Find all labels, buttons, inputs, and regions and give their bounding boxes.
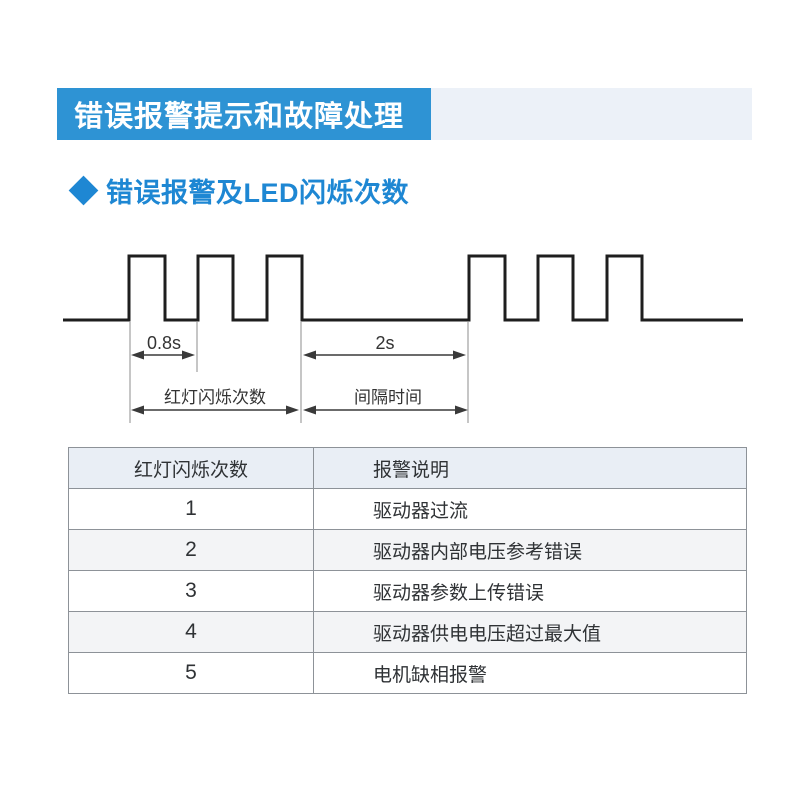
description-cell: 驱动器供电电压超过最大值: [313, 611, 747, 653]
waveform-trace: [63, 254, 743, 322]
table-row: 5 电机缺相报警: [68, 652, 747, 694]
description-cell: 驱动器内部电压参考错误: [313, 529, 747, 571]
interval-time-arrow: [303, 405, 468, 415]
blink-count-cell: 3: [68, 570, 314, 612]
pulse-period-label: 0.8s: [147, 333, 181, 353]
table-row: 4 驱动器供电电压超过最大值: [68, 611, 747, 653]
gap-duration-arrow: [303, 350, 466, 360]
header-strip-decoration: [431, 88, 752, 140]
section-title-row: 错误报警及LED闪烁次数: [68, 172, 409, 208]
description-cell: 驱动器参数上传错误: [313, 570, 747, 612]
description-cell: 驱动器过流: [313, 488, 747, 530]
blink-count-label: 红灯闪烁次数: [164, 388, 266, 407]
table-header-row: 红灯闪烁次数 报警说明: [68, 447, 747, 489]
column-header-blink-count: 红灯闪烁次数: [68, 447, 314, 489]
alarm-table: 红灯闪烁次数 报警说明 1 驱动器过流 2 驱动器内部电压参考错误 3 驱动器参…: [68, 447, 747, 694]
page-header-bar: 错误报警提示和故障处理: [57, 88, 431, 140]
page-header-title: 错误报警提示和故障处理: [74, 101, 405, 133]
column-header-description: 报警说明: [313, 447, 747, 489]
section-title: 错误报警及LED闪烁次数: [106, 177, 409, 208]
blink-count-cell: 4: [68, 611, 314, 653]
table-row: 1 驱动器过流: [68, 488, 747, 530]
blink-count-arrow: [131, 405, 299, 415]
table-row: 2 驱动器内部电压参考错误: [68, 529, 747, 571]
table-row: 3 驱动器参数上传错误: [68, 570, 747, 612]
interval-time-label: 间隔时间: [354, 388, 422, 407]
blink-count-cell: 2: [68, 529, 314, 571]
led-timing-diagram: 0.8s 2s 红灯闪烁次数 间隔时间: [63, 254, 743, 423]
description-cell: 电机缺相报警: [313, 652, 747, 694]
blink-count-cell: 1: [68, 488, 314, 530]
extension-lines: [129, 322, 469, 423]
gap-duration-label: 2s: [375, 333, 394, 353]
blink-count-cell: 5: [68, 652, 314, 694]
pulse-period-arrow: [131, 350, 195, 360]
